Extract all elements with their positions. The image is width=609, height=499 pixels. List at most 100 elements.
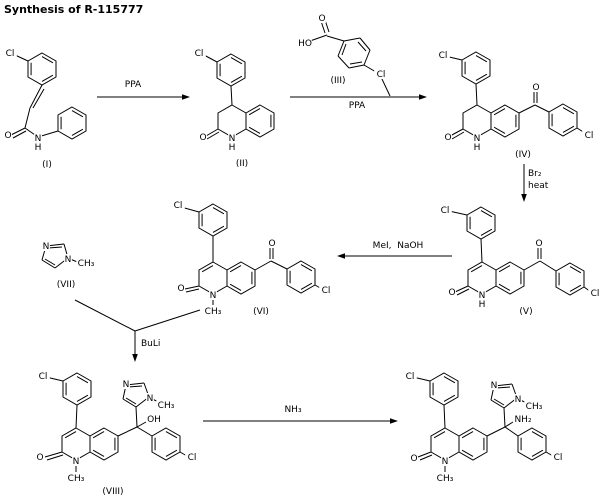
atom-label-oh: OH xyxy=(147,414,161,425)
bond xyxy=(448,210,468,216)
atom-label-h: H xyxy=(228,142,236,153)
bond xyxy=(122,398,137,408)
bond xyxy=(539,260,557,272)
svg-text:O: O xyxy=(268,239,275,249)
ring xyxy=(458,427,488,461)
arrowhead xyxy=(390,418,398,424)
atom-label-cl: Cl xyxy=(551,452,565,463)
svg-text:H: H xyxy=(479,300,486,310)
atom-label-cl: Cl xyxy=(319,285,333,296)
svg-text:N: N xyxy=(123,380,130,390)
bond xyxy=(363,64,377,73)
svg-text:Cl: Cl xyxy=(439,51,448,61)
bond xyxy=(343,37,361,42)
svg-text:O: O xyxy=(444,133,451,143)
compound-label: (VIII) xyxy=(102,487,123,497)
svg-text:CH₃: CH₃ xyxy=(526,402,543,412)
bond xyxy=(136,426,153,437)
svg-text:H: H xyxy=(229,143,236,153)
svg-text:N: N xyxy=(442,457,449,467)
ring xyxy=(461,51,491,85)
atom-label-cl: Cl xyxy=(582,130,596,141)
line-vi-feed xyxy=(134,309,201,332)
bond xyxy=(185,288,200,293)
compound-label: (I) xyxy=(42,160,52,170)
svg-text:OH: OH xyxy=(147,415,161,425)
bond xyxy=(46,454,64,461)
atom-label-ch3: CH₃ xyxy=(66,473,86,484)
bond xyxy=(127,385,143,388)
svg-text:NH₂: NH₂ xyxy=(514,415,532,425)
svg-text:O: O xyxy=(36,453,43,463)
compound-label: (IV) xyxy=(515,150,531,160)
bond xyxy=(24,107,31,129)
reagent-br2: Br₂ xyxy=(528,169,542,179)
arrowhead xyxy=(132,354,138,362)
atom-label-n: N xyxy=(209,290,217,301)
bond xyxy=(337,55,350,69)
ring xyxy=(198,203,228,237)
bond xyxy=(205,128,219,137)
ring xyxy=(226,261,256,295)
atom-label-o: O xyxy=(535,238,543,249)
bond xyxy=(534,104,550,113)
svg-text:N: N xyxy=(491,381,498,391)
bond xyxy=(75,404,78,429)
reagent-nh3: NH₃ xyxy=(284,405,302,415)
bond xyxy=(337,40,345,57)
ring xyxy=(555,262,585,296)
atom-label-cl: Cl xyxy=(403,371,417,382)
atom-label-h: H xyxy=(473,142,481,153)
atom-label-o: O xyxy=(448,287,456,298)
ring xyxy=(217,104,247,138)
ring xyxy=(57,106,87,140)
bond xyxy=(443,404,446,429)
atom-label-cl: Cl xyxy=(588,288,602,299)
bond xyxy=(495,386,511,389)
bond xyxy=(341,43,347,56)
bond xyxy=(493,398,505,406)
ring xyxy=(89,427,119,461)
reagent-buli: BuLi xyxy=(141,339,161,349)
bond xyxy=(254,260,272,271)
svg-text:H: H xyxy=(474,143,481,153)
atom-label-o: O xyxy=(318,13,326,24)
ring xyxy=(517,427,547,461)
svg-text:Cl: Cl xyxy=(441,206,450,216)
bond xyxy=(518,104,536,114)
atom-label-cl: Cl xyxy=(438,205,452,216)
arrow-step2 xyxy=(290,94,427,100)
svg-text:CH₃: CH₃ xyxy=(158,401,175,411)
line-reagent-iii xyxy=(380,76,391,97)
atom-label-h: H xyxy=(34,142,42,153)
svg-text:N: N xyxy=(210,291,217,301)
atom-label-n: N xyxy=(228,133,236,144)
svg-text:O: O xyxy=(410,454,417,464)
svg-text:N: N xyxy=(229,134,236,144)
line-vii-feed xyxy=(74,299,136,332)
ring xyxy=(27,52,57,86)
ring xyxy=(286,260,316,294)
compound-label: (V) xyxy=(519,307,532,317)
ring xyxy=(62,372,92,406)
atom-label-n: N xyxy=(34,133,42,144)
bond xyxy=(504,426,519,437)
atom-label-n: N xyxy=(478,290,486,301)
svg-text:O: O xyxy=(535,239,542,249)
svg-text:CH₃: CH₃ xyxy=(78,259,95,269)
bond xyxy=(10,127,26,136)
bond xyxy=(480,238,483,263)
bond xyxy=(449,128,464,137)
atom-label-o: O xyxy=(532,82,540,93)
atom-label-ch3: CH₃ xyxy=(76,258,96,269)
bond xyxy=(41,259,56,269)
atom-label-cl: Cl xyxy=(192,48,206,59)
atom-label-o: O xyxy=(36,452,44,463)
ring xyxy=(548,103,578,137)
bond xyxy=(47,246,63,249)
svg-text:Cl: Cl xyxy=(6,49,15,59)
